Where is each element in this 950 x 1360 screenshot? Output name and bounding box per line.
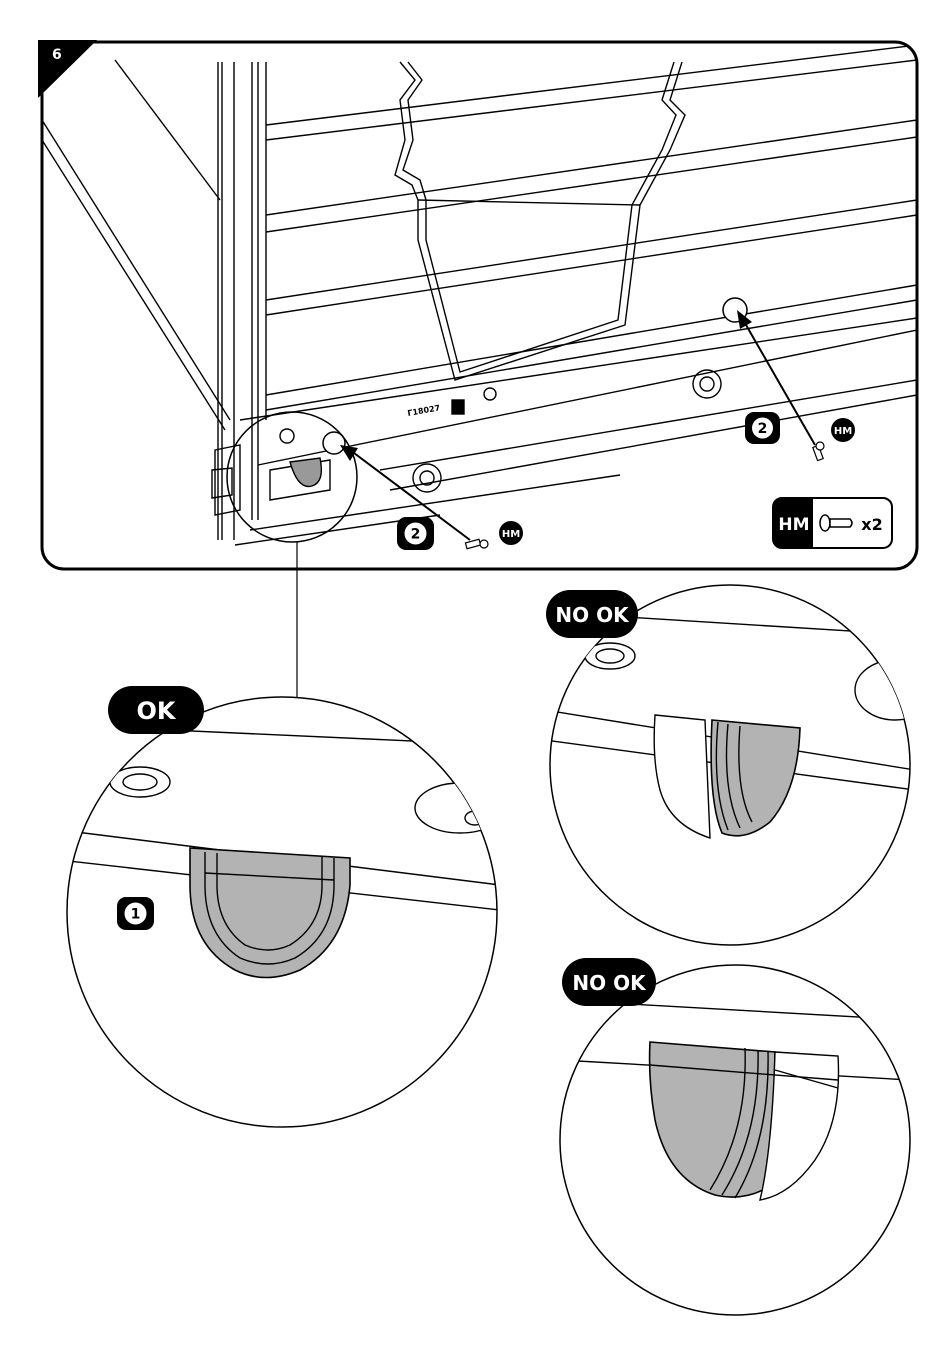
hm-callout-right: HM bbox=[831, 418, 855, 442]
step-callout-ok: 1 bbox=[117, 897, 154, 930]
badge-no-ok-1: NO OK bbox=[546, 590, 638, 638]
parts-box: HM x2 bbox=[773, 498, 892, 548]
badge-no-ok-2: NO OK bbox=[562, 958, 656, 1006]
step-callout-right: 2 bbox=[745, 412, 780, 444]
hm-callout-left: HM bbox=[499, 521, 523, 545]
step-ref-1: 1 bbox=[131, 907, 141, 923]
main-panel: Г18027 2 2 bbox=[42, 42, 917, 569]
parts-box-code: HM bbox=[778, 515, 809, 535]
ok-label: OK bbox=[137, 697, 177, 725]
detail-no-ok-1: NO OK bbox=[545, 585, 935, 945]
hm-label-left: HM bbox=[502, 529, 520, 540]
panel-frame bbox=[42, 42, 917, 569]
step-ref-2-left: 2 bbox=[411, 527, 421, 543]
step-callout-left: 2 bbox=[397, 517, 434, 550]
hm-label-right: HM bbox=[834, 426, 852, 437]
detail-ok: OK 1 bbox=[60, 686, 505, 1127]
badge-ok: OK bbox=[108, 686, 204, 734]
step-number: 6 bbox=[52, 47, 62, 63]
step-ref-2-right: 2 bbox=[758, 421, 768, 437]
no-ok-label-2: NO OK bbox=[572, 971, 647, 995]
no-ok-label-1: NO OK bbox=[555, 603, 630, 627]
parts-box-quantity: x2 bbox=[861, 515, 882, 534]
detail-no-ok-2: NO OK bbox=[560, 958, 910, 1315]
